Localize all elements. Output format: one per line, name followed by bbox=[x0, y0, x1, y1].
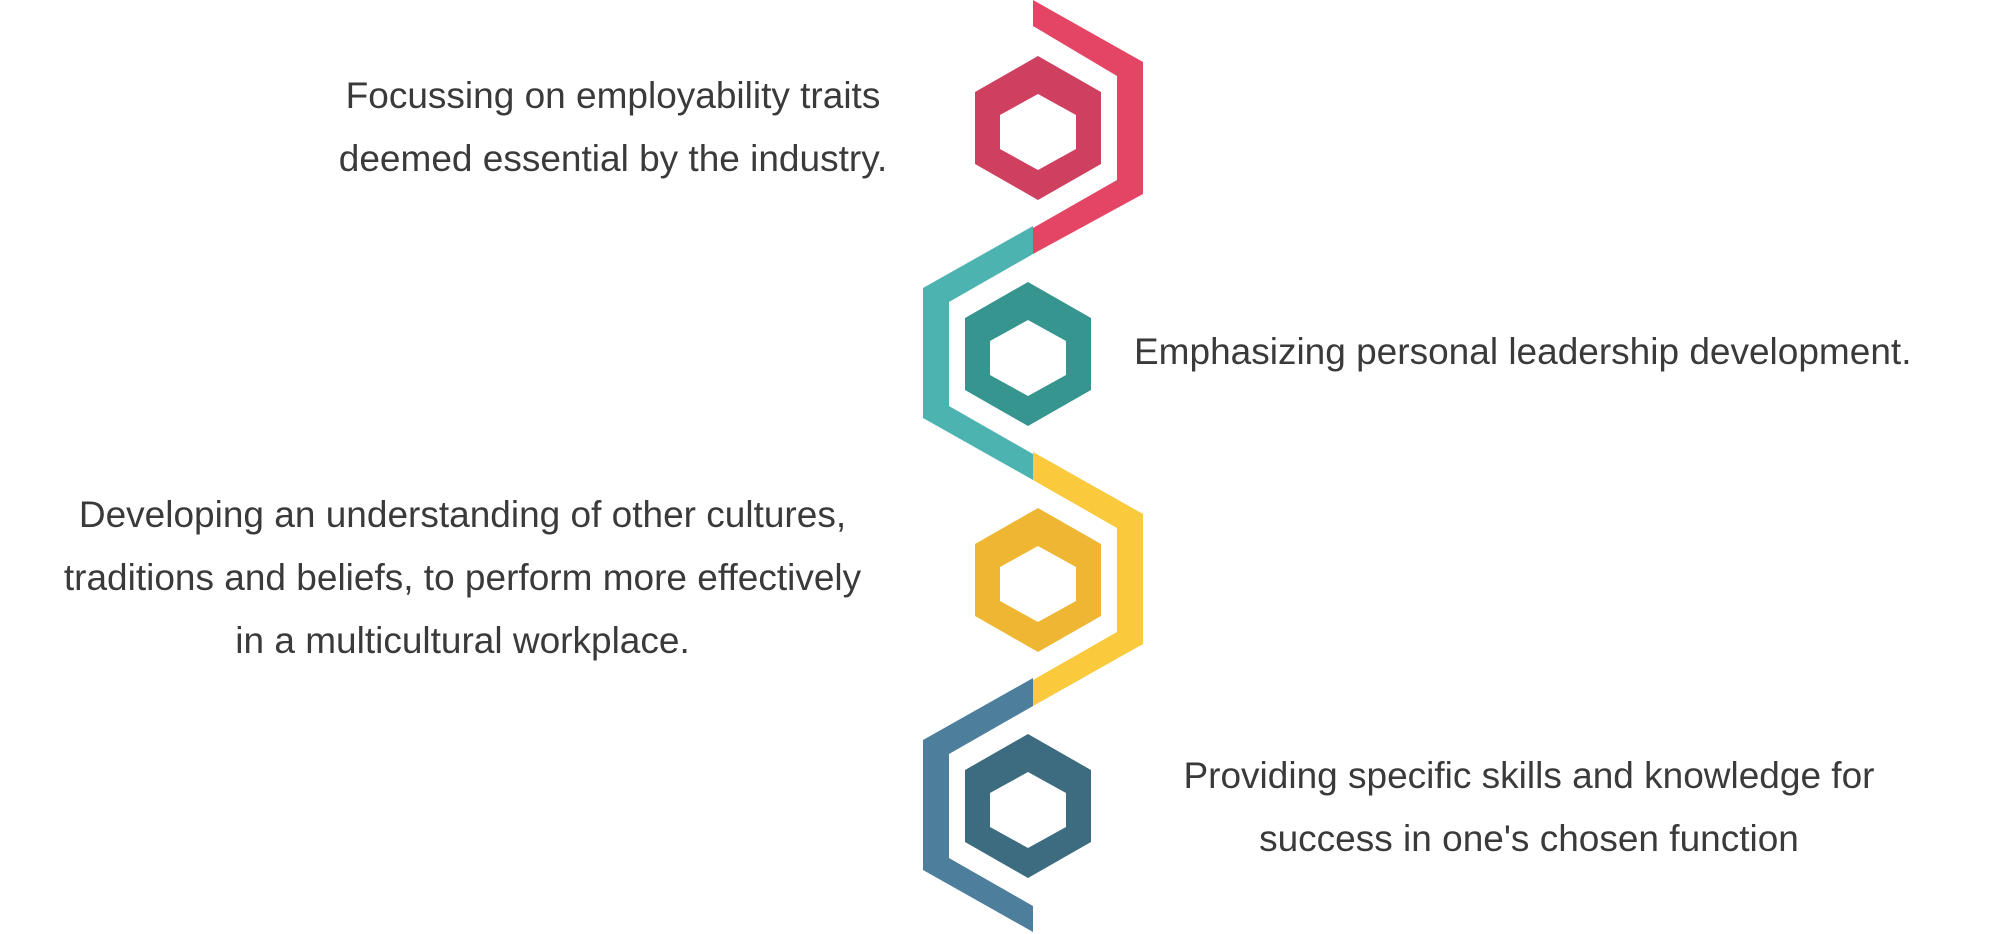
step-1-hexagon bbox=[975, 56, 1101, 200]
step-3-text-line: in a multicultural workplace. bbox=[235, 620, 690, 661]
step-2-hexagon bbox=[965, 282, 1091, 426]
step-4-text-line: Providing specific skills and knowledge … bbox=[1183, 755, 1875, 796]
step-3-hexagon bbox=[975, 508, 1101, 652]
step-1-bracket bbox=[1033, 0, 1143, 254]
step-2-text: Emphasizing personal leadership developm… bbox=[1134, 320, 2004, 383]
step-3-text: Developing an understanding of other cul… bbox=[0, 483, 925, 672]
step-3-bracket bbox=[1033, 452, 1143, 706]
step-4-text: Providing specific skills and knowledge … bbox=[1134, 744, 1924, 870]
step-2-text-line: Emphasizing personal leadership developm… bbox=[1134, 331, 1912, 372]
step-3-text-line: traditions and beliefs, to perform more … bbox=[63, 557, 862, 598]
step-1-text-line: deemed essential by the industry. bbox=[338, 138, 888, 179]
step-4-bracket bbox=[923, 678, 1033, 932]
step-3-text-line: Developing an understanding of other cul… bbox=[78, 494, 847, 535]
step-2-bracket bbox=[923, 226, 1033, 480]
step-4-text-line: success in one's chosen function bbox=[1259, 818, 1799, 859]
step-1-text-line: Focussing on employability traits bbox=[345, 75, 881, 116]
step-1-text: Focussing on employability traits deemed… bbox=[298, 64, 928, 190]
step-4-hexagon bbox=[965, 734, 1091, 878]
